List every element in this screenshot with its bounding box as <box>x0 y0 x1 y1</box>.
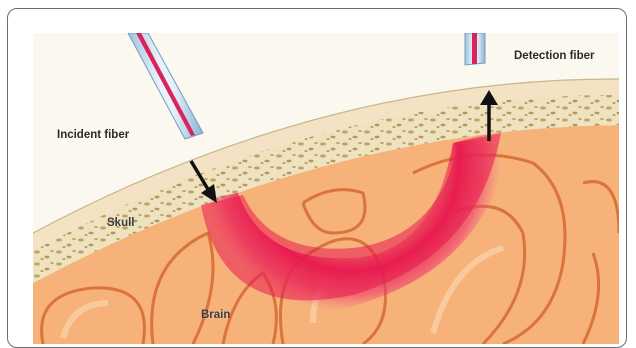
detection-fiber <box>465 33 485 65</box>
skull-label: Skull <box>107 217 134 229</box>
incident-fiber-label: Incident fiber <box>57 129 129 141</box>
brain-optics-illustration <box>33 33 619 344</box>
detection-fiber-label: Detection fiber <box>514 50 595 62</box>
figure-frame: Incident fiber Detection fiber Skull Bra… <box>7 8 627 348</box>
diagram-canvas: Incident fiber Detection fiber Skull Bra… <box>33 33 619 344</box>
brain-label: Brain <box>201 309 230 321</box>
